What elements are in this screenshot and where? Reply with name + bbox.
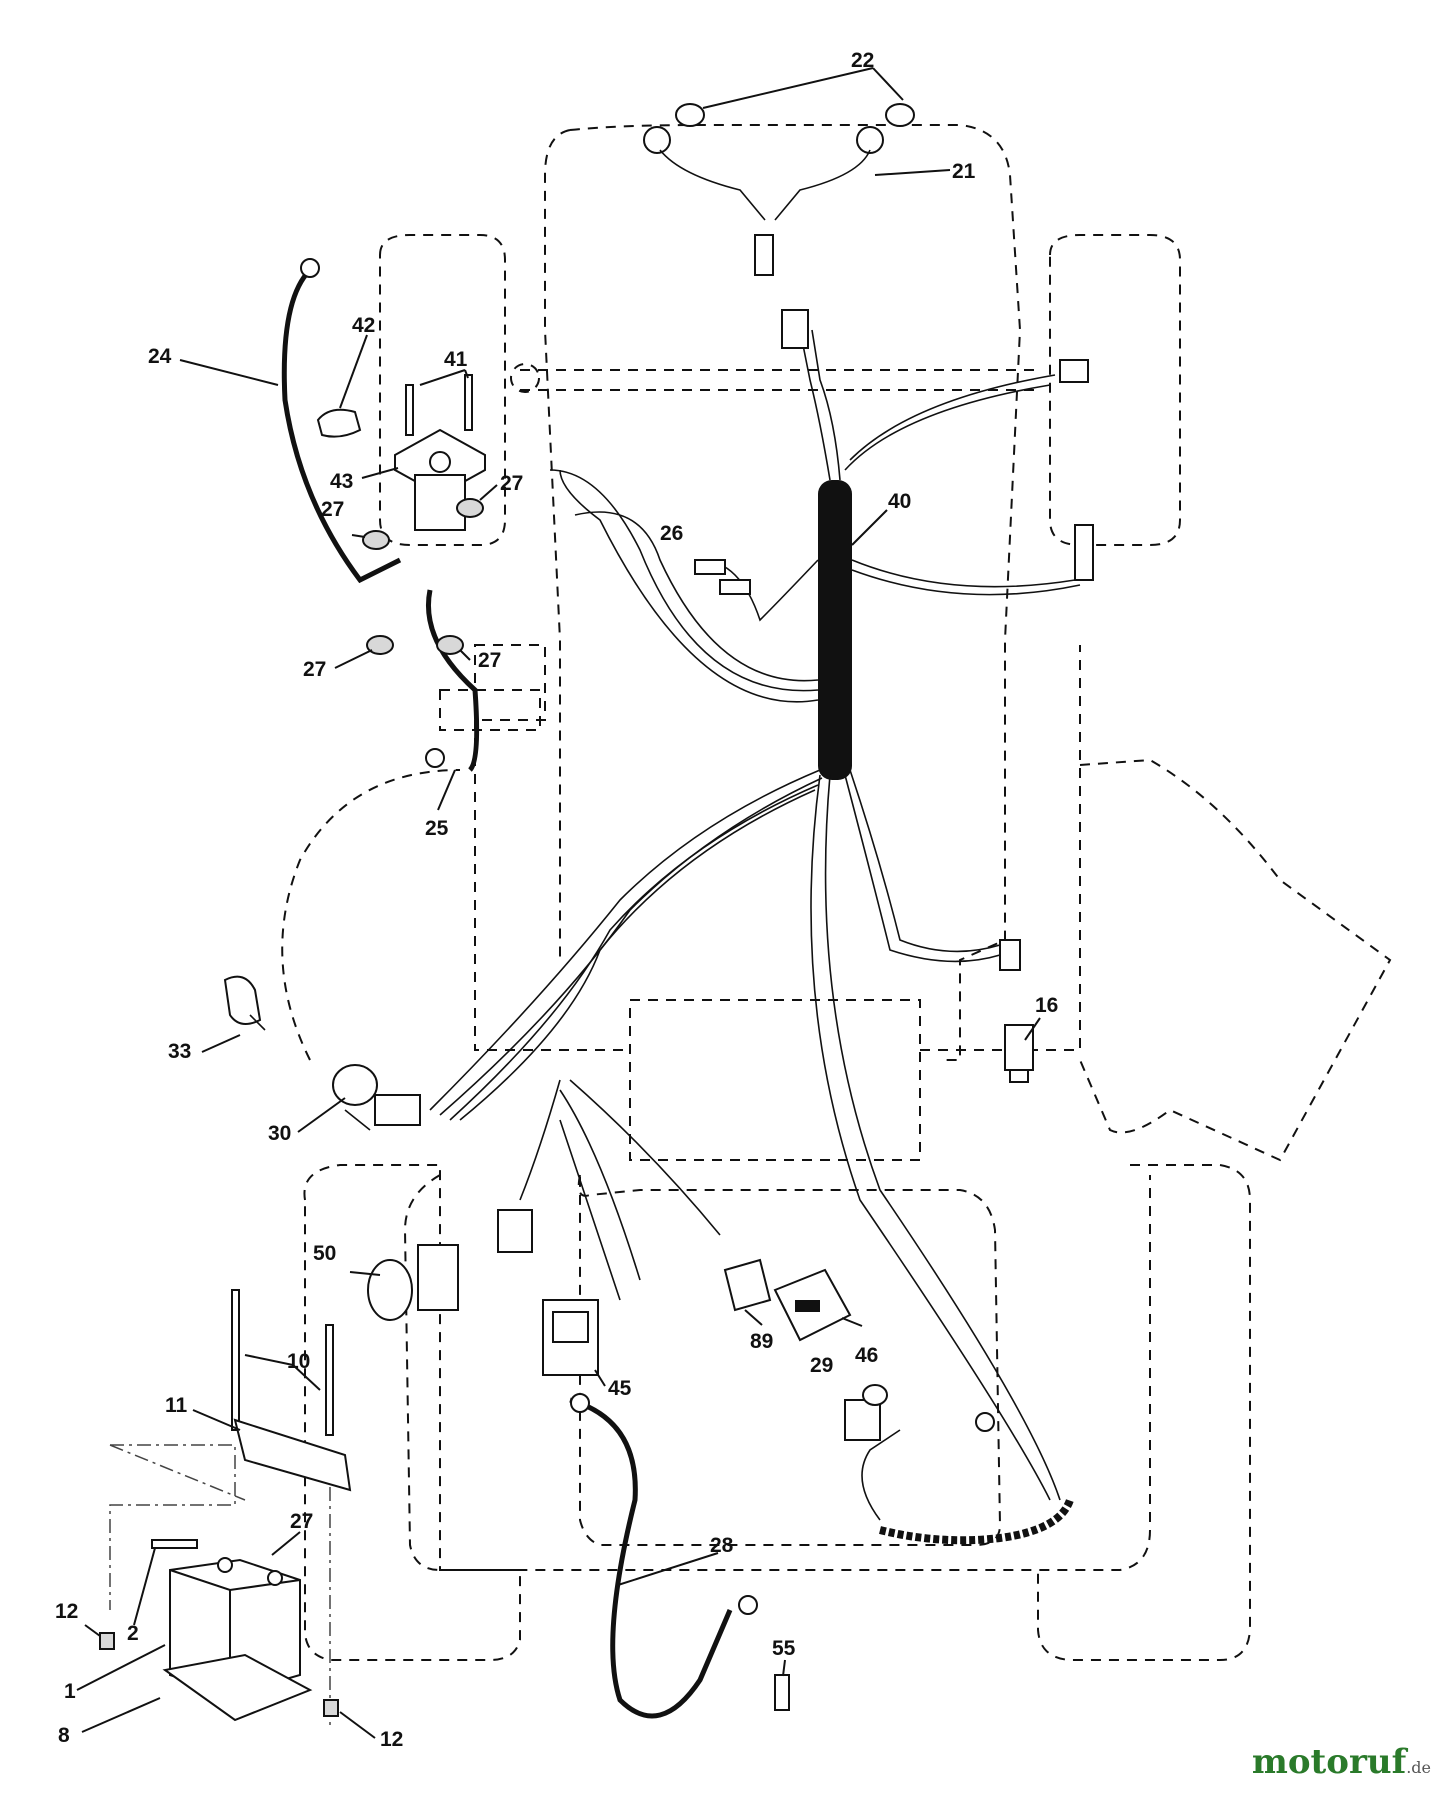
callout-29: 29 — [810, 1354, 833, 1377]
callout-24: 24 — [148, 345, 172, 368]
headlight-connector — [781, 309, 809, 349]
callout-50: 50 — [313, 1242, 336, 1265]
ring-terminal — [975, 1412, 995, 1432]
screws — [405, 374, 473, 436]
callout-27: 27 — [303, 658, 326, 681]
clutch-switch — [844, 1384, 888, 1441]
terminal-cover — [316, 408, 362, 438]
callout-12: 12 — [55, 1600, 78, 1623]
cable-25 — [426, 589, 480, 772]
callout-42: 42 — [352, 314, 375, 337]
terminal-bolt — [151, 1539, 198, 1549]
callout-43: 43 — [330, 470, 353, 493]
solenoid — [394, 428, 486, 531]
callout-10: 10 — [287, 1350, 310, 1373]
harness-coil-sleeve — [818, 480, 852, 780]
ring-terminal — [570, 1393, 590, 1413]
callout-46: 46 — [855, 1344, 878, 1367]
hour-meter — [542, 1299, 599, 1376]
cable-28 — [569, 1397, 733, 1719]
callout-30: 30 — [268, 1122, 291, 1145]
cable-24 — [281, 268, 402, 584]
bulb-right — [885, 103, 915, 127]
pto-switch — [367, 1244, 459, 1321]
callout-16: 16 — [1035, 994, 1058, 1017]
nut — [362, 530, 390, 550]
ignition-key — [223, 975, 266, 1031]
callout-28: 28 — [710, 1534, 734, 1557]
battery-bracket — [233, 1418, 352, 1492]
callout-26: 26 — [660, 522, 683, 545]
watermark-suffix: .de — [1406, 1758, 1431, 1777]
battery-tray — [162, 1653, 313, 1722]
ring-terminal — [738, 1595, 758, 1615]
tractor-outline — [281, 124, 1392, 1661]
callout-89: 89 — [750, 1330, 773, 1353]
callout-41: 41 — [444, 348, 468, 371]
callout-21: 21 — [952, 160, 976, 183]
seat-switch — [999, 939, 1034, 1083]
callout-labels: 22 21 24 42 41 43 27 27 27 27 40 26 25 1… — [55, 49, 1058, 1751]
callout-25: 25 — [425, 817, 449, 840]
callout-45: 45 — [608, 1377, 632, 1400]
callout-11: 11 — [165, 1394, 188, 1417]
ring-terminal — [425, 748, 445, 768]
callout-27: 27 — [290, 1510, 313, 1533]
clip — [99, 1632, 115, 1650]
multi-pin-connector — [497, 1209, 533, 1253]
callout-1: 1 — [64, 1680, 76, 1703]
callout-22: 22 — [851, 49, 874, 72]
bezel — [723, 1258, 772, 1312]
watermark-logo: motoruf.de — [1252, 1742, 1431, 1782]
fuse — [694, 559, 751, 595]
clip — [323, 1699, 339, 1717]
callout-33: 33 — [168, 1040, 191, 1063]
connector-right-upper — [1059, 359, 1089, 383]
callout-8: 8 — [58, 1724, 70, 1747]
nut — [436, 635, 464, 655]
callout-27: 27 — [478, 649, 501, 672]
fastener — [774, 1674, 790, 1711]
callout-27: 27 — [500, 472, 523, 495]
callout-40: 40 — [888, 490, 911, 513]
hold-down-bolts — [231, 1289, 334, 1436]
ignition-switch — [332, 1064, 421, 1131]
callout-27: 27 — [321, 498, 344, 521]
callout-2: 2 — [127, 1622, 139, 1645]
nut — [456, 498, 484, 518]
battery-mount-lines — [109, 1444, 331, 1730]
connector-right-lower — [1074, 524, 1094, 581]
leader-lines — [76, 67, 1041, 1739]
battery — [169, 1557, 301, 1697]
watermark-brand: motoruf — [1251, 1742, 1407, 1782]
headlight-harness — [643, 126, 884, 276]
callout-12: 12 — [380, 1728, 403, 1751]
callout-55: 55 — [772, 1637, 796, 1660]
nut — [366, 635, 394, 655]
main-harness — [429, 329, 1081, 1545]
ring-terminal — [300, 258, 320, 278]
gauge — [773, 1268, 852, 1342]
bulb-left — [675, 103, 705, 127]
